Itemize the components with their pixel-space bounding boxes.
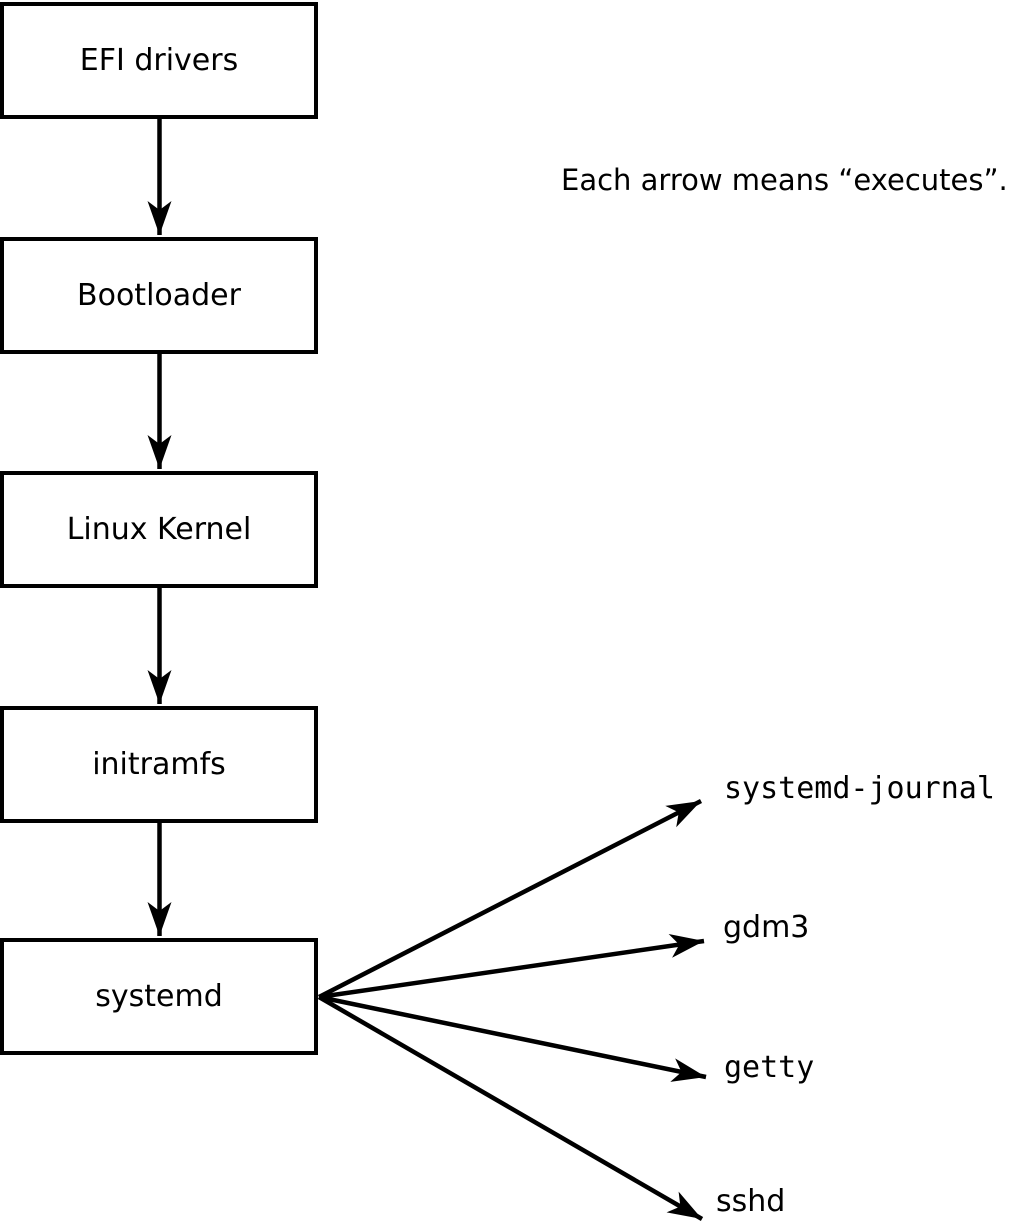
node-efi-drivers: EFI drivers	[0, 2, 318, 119]
node-efi-drivers-label: EFI drivers	[79, 43, 239, 78]
arrow-systemd-to-gdm3	[318, 934, 705, 1000]
node-initramfs: initramfs	[0, 706, 318, 823]
arrow-systemd-to-getty	[318, 994, 707, 1082]
target-label-gdm3: gdm3	[723, 910, 810, 945]
arrow-systemd-to-journal	[317, 798, 703, 1000]
node-bootloader-label: Bootloader	[77, 278, 241, 313]
target-label-sshd: sshd	[716, 1184, 786, 1219]
node-systemd-label: systemd	[95, 979, 223, 1014]
node-initramfs-label: initramfs	[92, 747, 226, 782]
node-bootloader: Bootloader	[0, 237, 318, 354]
node-systemd: systemd	[0, 938, 318, 1055]
node-linux-kernel: Linux Kernel	[0, 471, 318, 588]
target-label-getty: getty	[724, 1050, 815, 1085]
target-label-systemd-journal: systemd-journal	[724, 771, 995, 806]
node-linux-kernel-label: Linux Kernel	[66, 512, 252, 547]
caption-arrow-meaning: Each arrow means “executes”.	[561, 163, 1008, 197]
arrow-systemd-to-sshd	[317, 995, 704, 1221]
